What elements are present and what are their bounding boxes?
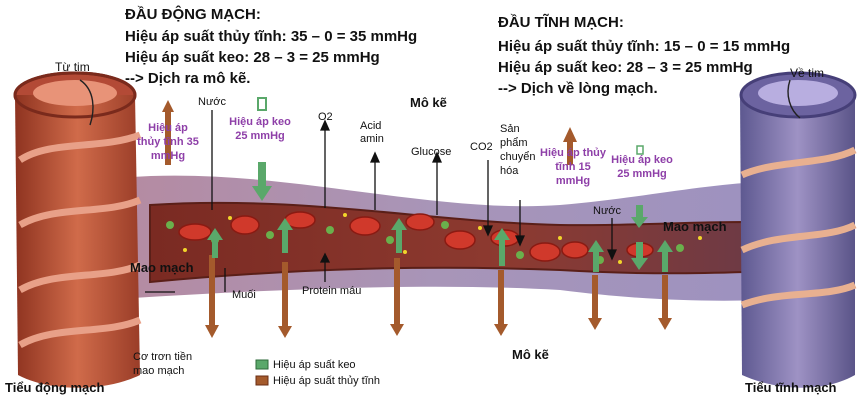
arterial-heading: ĐẦU ĐỘNG MẠCH: — [125, 6, 261, 23]
arterial-oncotic-pressure: Hiệu áp keo 25 mmHg — [229, 116, 291, 142]
legend-oncotic-swatch — [255, 359, 269, 370]
arterial-hydrostatic-line: Hiệu áp suất thủy tĩnh: 35 – 0 = 35 mmHg — [125, 28, 418, 45]
capillary-left-label: Mao mạch — [130, 260, 194, 275]
venous-oncotic-line: Hiệu áp suất keo: 28 – 3 = 25 mmHg — [498, 59, 753, 76]
oncotic-arrows — [207, 97, 673, 272]
to-heart-label: Về tim — [790, 66, 825, 80]
interstitium-top-label: Mô kẽ — [410, 95, 447, 110]
legend-oncotic-label: Hiệu áp suất keo — [273, 359, 356, 371]
arteriole-label: Tiểu động mạch — [5, 380, 105, 395]
glucose-label: Glucose — [411, 146, 452, 158]
arterial-oncotic-line: Hiệu áp suất keo: 28 – 3 = 25 mmHg — [125, 49, 380, 66]
arterial-result-line: --> Dịch ra mô kẽ. — [125, 70, 251, 87]
legend-hydrostatic-swatch — [255, 375, 269, 386]
legend-hydrostatic-label: Hiệu áp suất thủy tĩnh — [273, 375, 381, 387]
capillary-right-label: Mao mạch — [663, 219, 727, 234]
venous-hydrostatic-line: Hiệu áp suất thủy tĩnh: 15 – 0 = 15 mmHg — [498, 38, 791, 55]
precapillary-sphincter-label: Cơ trơn tiền mao mạch — [133, 351, 193, 377]
water-right-label: Nước — [593, 205, 622, 217]
blood-protein-label: Protein máu — [302, 285, 362, 297]
venous-oncotic-pressure: Hiệu áp keo 25 mmHg — [611, 154, 673, 180]
from-heart-label: Từ tim — [55, 60, 90, 74]
venule-label: Tiểu tĩnh mạch — [745, 380, 837, 395]
water-left-label: Nước — [198, 96, 227, 108]
arterial-hydrostatic-pressure: Hiệu áp thủy tĩnh 35 mmHg — [137, 122, 199, 162]
salt-label: Muối — [232, 289, 256, 301]
venous-hydrostatic-pressure: Hiệu áp thủy tĩnh 15 mmHg — [540, 147, 607, 187]
co2-label: CO2 — [470, 141, 493, 153]
substance-arrows — [145, 110, 618, 293]
hydrostatic-arrows — [162, 100, 672, 338]
red-blood-cells — [178, 211, 654, 262]
venous-result-line: --> Dịch về lòng mạch. — [498, 80, 658, 97]
venous-heading: ĐẦU TĨNH MẠCH: — [498, 14, 624, 31]
acid-amin-label: Acid amin — [360, 120, 384, 145]
metabolic-products-label: Sản phẩm chuyển hóa — [500, 123, 536, 177]
arteriole-body — [15, 95, 140, 388]
o2-label: O2 — [318, 111, 333, 123]
interstitium-bottom-label: Mô kẽ — [512, 347, 549, 362]
